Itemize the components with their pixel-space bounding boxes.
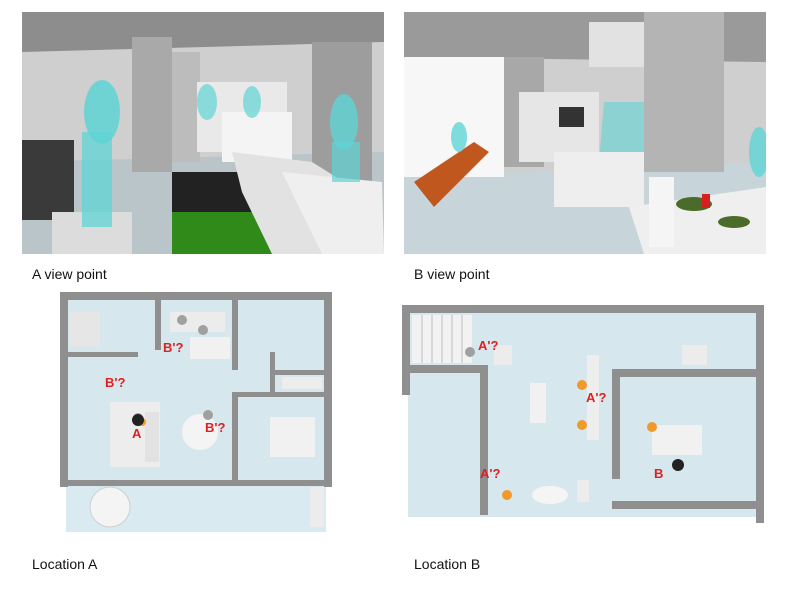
caption-location-a: Location A xyxy=(32,556,98,572)
caption-location-b: Location B xyxy=(414,556,481,572)
marker-plan-b-a1: A'? xyxy=(478,338,499,353)
marker-plan-b-a3: A'? xyxy=(480,466,501,481)
marker-plan-a-a: A xyxy=(132,426,142,441)
marker-plan-a-b3: B'? xyxy=(205,420,226,435)
marker-plan-b-b: B xyxy=(654,466,664,481)
marker-plan-a-b1: B'? xyxy=(163,340,184,355)
marker-plan-a-b2: B'? xyxy=(105,375,126,390)
caption-view-b: B view point xyxy=(414,266,490,282)
render-view-b xyxy=(404,12,766,254)
floorplan-location-a xyxy=(60,292,332,537)
render-view-a xyxy=(22,12,384,254)
floorplan-location-b xyxy=(402,305,764,523)
caption-view-a: A view point xyxy=(32,266,107,282)
marker-plan-b-a2: A'? xyxy=(586,390,607,405)
